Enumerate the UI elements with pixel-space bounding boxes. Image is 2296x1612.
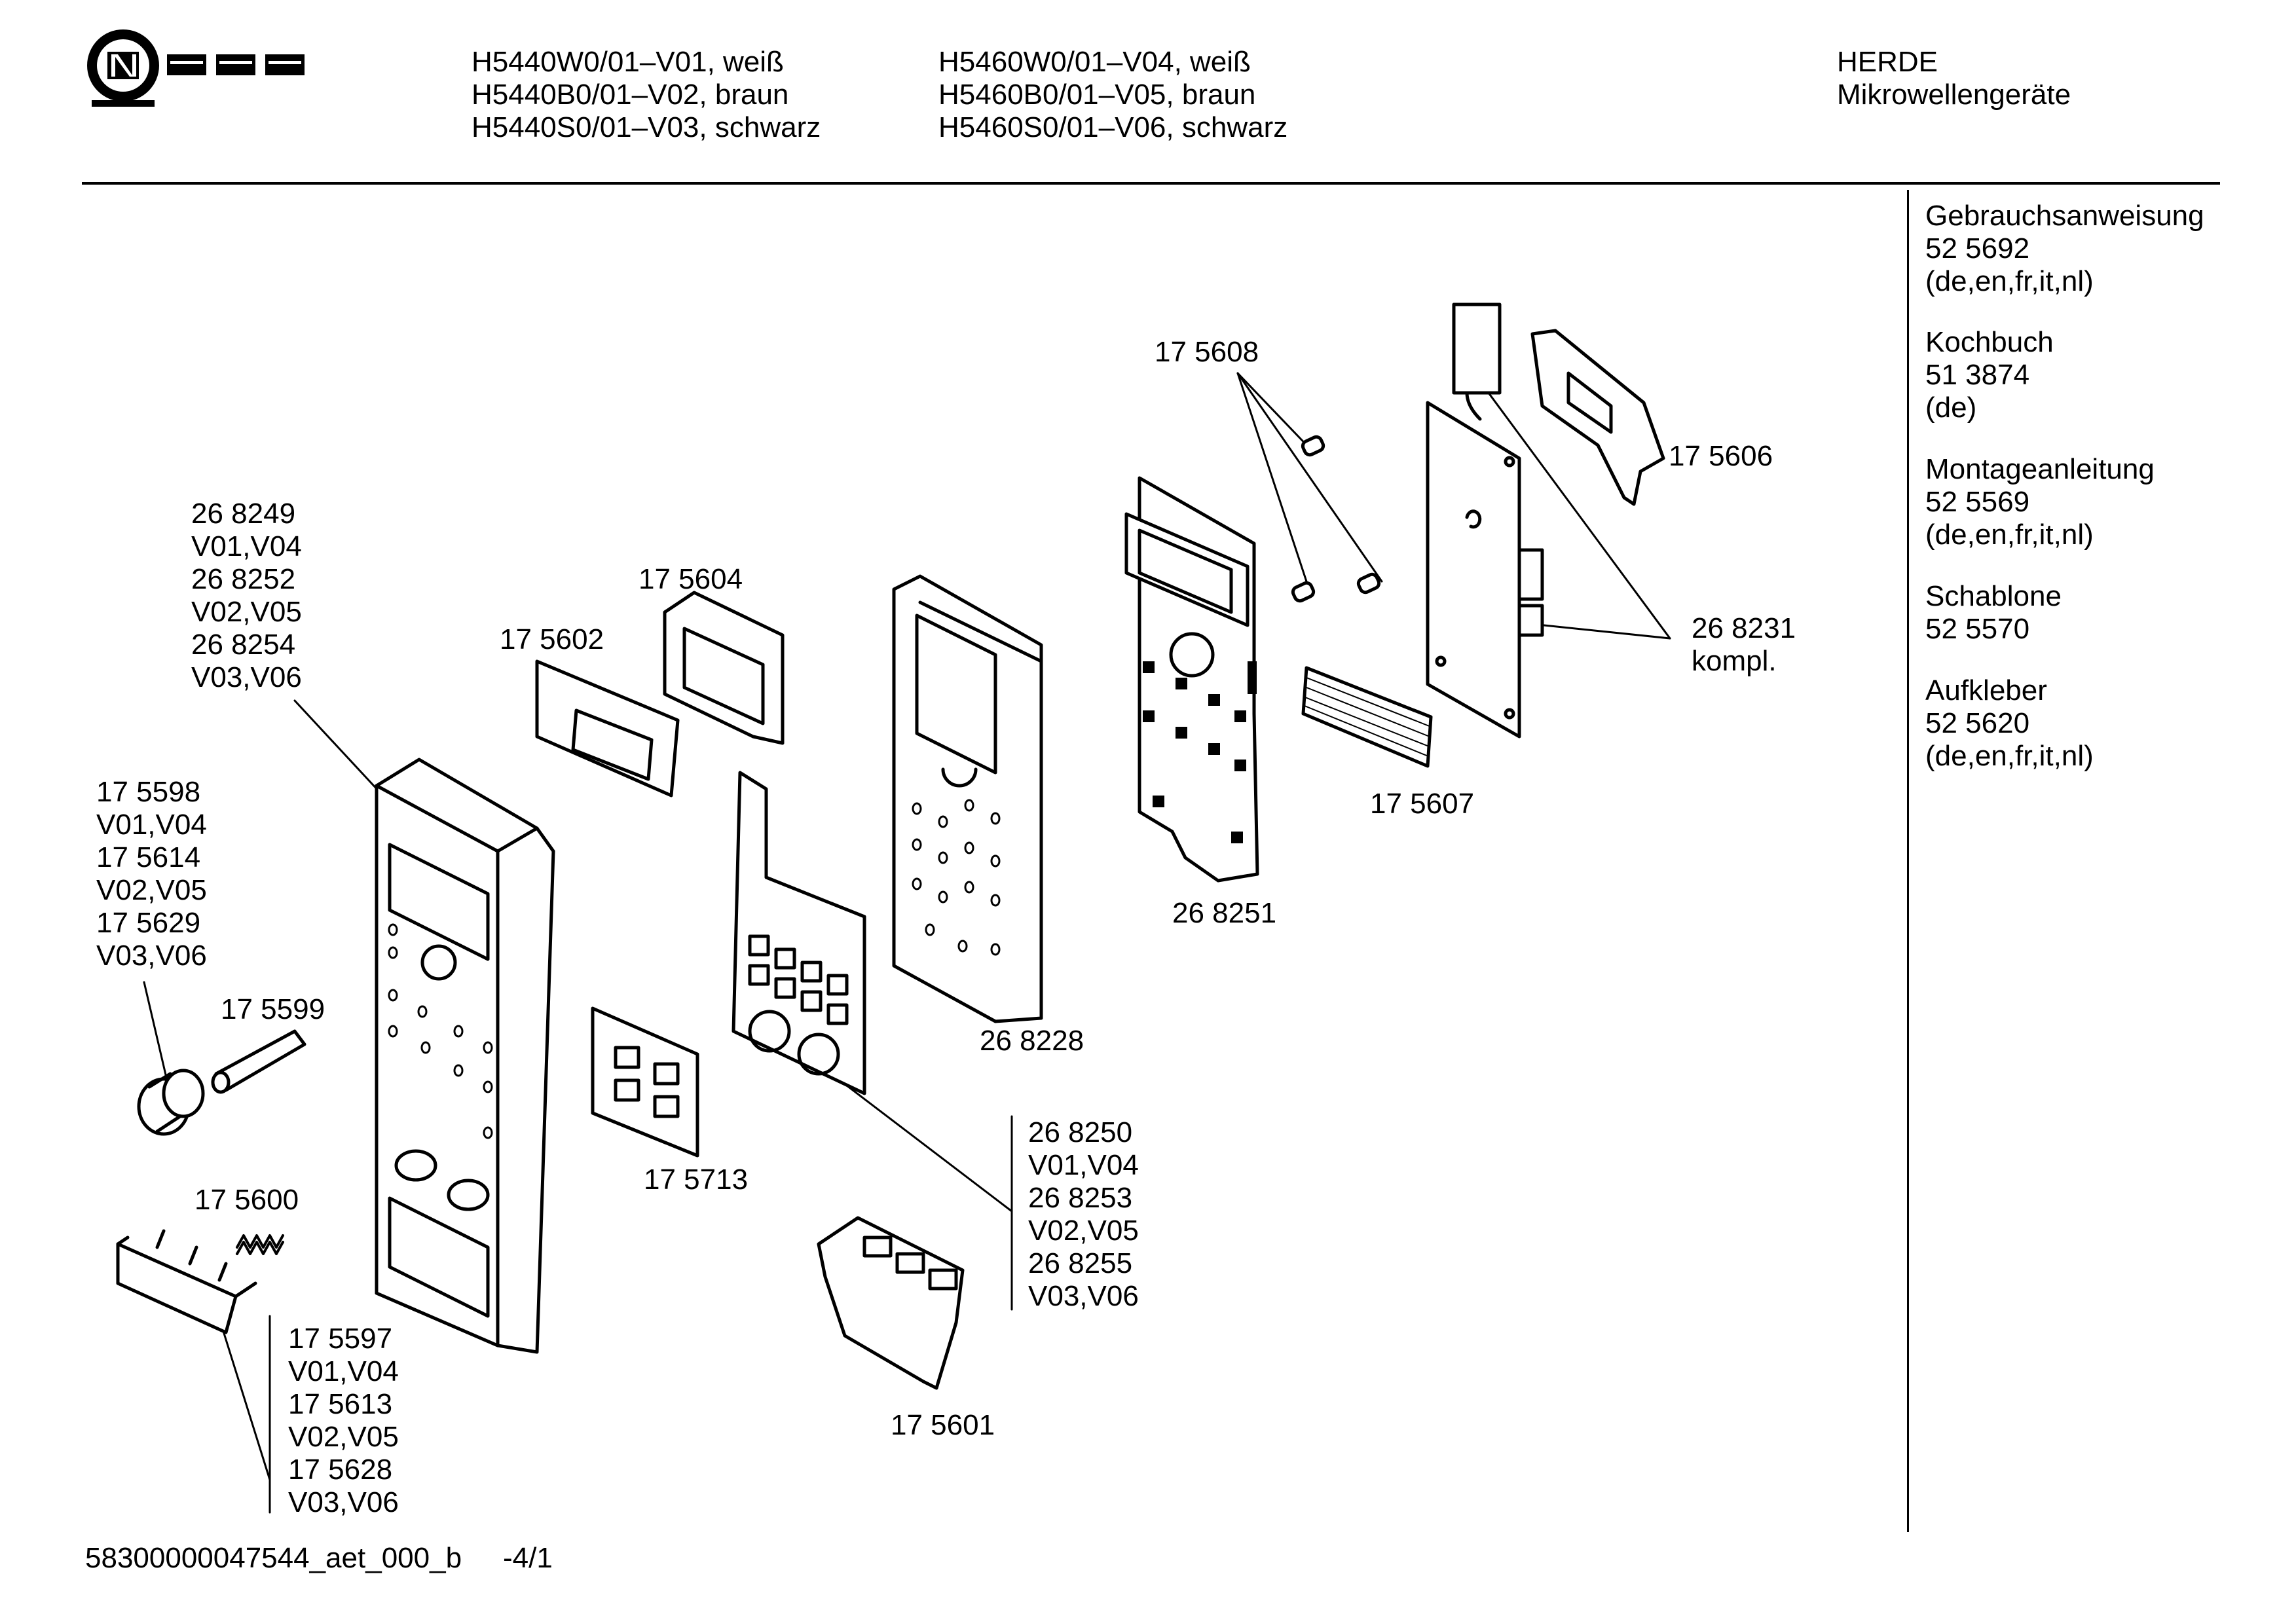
relay-bracket-part bbox=[1530, 329, 1665, 506]
part-number: 17 5598 bbox=[96, 776, 201, 808]
part-variant: V01,V04 bbox=[288, 1355, 399, 1387]
doc-number: 52 5570 bbox=[1925, 613, 2030, 645]
leader-lines bbox=[143, 349, 1671, 1514]
doc-number: 52 5692 bbox=[1925, 232, 2030, 265]
part-variant: V01,V04 bbox=[96, 809, 207, 841]
model-line: H5460S0/01–V06, schwarz bbox=[938, 111, 1288, 143]
doc-languages: (de) bbox=[1925, 392, 1977, 424]
part-variant: V02,V05 bbox=[288, 1421, 399, 1453]
knob-part bbox=[137, 1069, 205, 1136]
exploded-view-drawing bbox=[116, 302, 1671, 1514]
part-number: 17 5597 bbox=[288, 1323, 393, 1355]
part-label-175713: 17 5713 bbox=[644, 1163, 749, 1196]
part-label-268251: 26 8251 bbox=[1172, 897, 1277, 929]
part-label-268228: 26 8228 bbox=[980, 1025, 1084, 1057]
part-variant: V02,V05 bbox=[96, 874, 207, 906]
part-variant: V03,V06 bbox=[288, 1486, 399, 1518]
pin-parts bbox=[1291, 435, 1381, 603]
footer-page-number: -4/1 bbox=[503, 1542, 553, 1574]
part-number: 17 5629 bbox=[96, 907, 201, 939]
part-number: 26 8252 bbox=[191, 563, 296, 595]
doc-number: 52 5569 bbox=[1925, 486, 2030, 518]
part-label-175604: 17 5604 bbox=[639, 563, 743, 595]
sidebar-doc-schablone: Schablone 52 5570 bbox=[1925, 580, 2062, 646]
display-bracket-part bbox=[663, 591, 785, 745]
doc-title: Kochbuch bbox=[1925, 326, 2054, 358]
part-number: 26 8231 bbox=[1692, 612, 1796, 644]
part-label-268231: 26 8231 kompl. bbox=[1692, 612, 1796, 678]
part-number: 26 8254 bbox=[191, 629, 296, 661]
model-line: H5440S0/01–V03, schwarz bbox=[472, 111, 821, 143]
model-line: H5460B0/01–V05, braun bbox=[938, 79, 1256, 111]
doc-languages: (de,en,fr,it,nl) bbox=[1925, 740, 2094, 772]
doc-title: Gebrauchsanweisung bbox=[1925, 200, 2204, 232]
doc-languages: (de,en,fr,it,nl) bbox=[1925, 265, 2094, 297]
part-label-175600: 17 5600 bbox=[194, 1184, 299, 1216]
sidebar-divider bbox=[1907, 190, 1909, 1532]
doc-number: 52 5620 bbox=[1925, 707, 2030, 739]
model-line: H5440W0/01–V01, weiß bbox=[472, 46, 784, 78]
part-label-175608: 17 5608 bbox=[1155, 336, 1259, 368]
doc-title: Aufkleber bbox=[1925, 674, 2047, 706]
doc-title: Montageanleitung bbox=[1925, 453, 2155, 485]
model-list-h5460: H5460W0/01–V04, weiß H5460B0/01–V05, bra… bbox=[938, 46, 1287, 144]
category-sub: Mikrowellengeräte bbox=[1837, 79, 2071, 111]
part-variant: V03,V06 bbox=[191, 661, 302, 693]
part-label-175607: 17 5607 bbox=[1370, 788, 1475, 820]
neff-logo bbox=[79, 23, 354, 115]
sidebar-doc-aufkleber: Aufkleber 52 5620 (de,en,fr,it,nl) bbox=[1925, 674, 2094, 773]
part-label-175606: 17 5606 bbox=[1669, 440, 1773, 472]
part-variant: V03,V06 bbox=[96, 940, 207, 972]
part-label-knob: 17 5598 V01,V04 17 5614 V02,V05 17 5629 … bbox=[96, 776, 207, 972]
door-button-part bbox=[116, 1229, 257, 1334]
part-number: 26 8253 bbox=[1028, 1182, 1133, 1214]
model-line: H5440B0/01–V02, braun bbox=[472, 79, 789, 111]
model-list-h5440: H5440W0/01–V01, weiß H5440B0/01–V02, bra… bbox=[472, 46, 821, 144]
part-number: 26 8250 bbox=[1028, 1116, 1133, 1148]
part-number: 17 5613 bbox=[288, 1388, 393, 1420]
doc-title: Schablone bbox=[1925, 580, 2062, 612]
category-main: HERDE bbox=[1837, 46, 1938, 78]
part-number: 26 8249 bbox=[191, 498, 296, 530]
sidebar-doc-gebrauchsanweisung: Gebrauchsanweisung 52 5692 (de,en,fr,it,… bbox=[1925, 200, 2204, 298]
part-label-front-panel: 26 8249 V01,V04 26 8252 V02,V05 26 8254 … bbox=[191, 498, 302, 694]
part-number: 17 5628 bbox=[288, 1454, 393, 1486]
front-panel-part bbox=[375, 758, 555, 1354]
spring-part bbox=[236, 1234, 284, 1255]
control-board-part bbox=[1124, 476, 1259, 883]
footer-doc-id: 58300000047544_aet_000_b bbox=[85, 1542, 462, 1574]
power-board-part bbox=[1426, 302, 1544, 739]
sidebar-doc-montageanleitung: Montageanleitung 52 5569 (de,en,fr,it,nl… bbox=[1925, 453, 2155, 551]
part-label-175602: 17 5602 bbox=[500, 623, 604, 655]
part-variant: V02,V05 bbox=[191, 596, 302, 628]
header-divider bbox=[82, 182, 2220, 185]
part-label-keypad: 26 8250 V01,V04 26 8253 V02,V05 26 8255 … bbox=[1028, 1116, 1139, 1313]
doc-number: 51 3874 bbox=[1925, 359, 2030, 391]
part-variant: V01,V04 bbox=[191, 530, 302, 562]
part-label-175601: 17 5601 bbox=[891, 1409, 995, 1441]
door-latch-part bbox=[817, 1216, 965, 1390]
part-number: 26 8255 bbox=[1028, 1247, 1133, 1279]
category-label: HERDE Mikrowellengeräte bbox=[1837, 46, 2071, 111]
shaft-part bbox=[211, 1029, 306, 1094]
part-label-door-button: 17 5597 V01,V04 17 5613 V02,V05 17 5628 … bbox=[288, 1323, 399, 1519]
part-number: 17 5614 bbox=[96, 841, 201, 873]
model-line: H5460W0/01–V04, weiß bbox=[938, 46, 1251, 78]
small-pcb-part bbox=[591, 1006, 699, 1158]
part-label-175599: 17 5599 bbox=[221, 993, 325, 1025]
doc-languages: (de,en,fr,it,nl) bbox=[1925, 519, 2094, 551]
part-variant: V01,V04 bbox=[1028, 1149, 1139, 1181]
sidebar-doc-kochbuch: Kochbuch 51 3874 (de) bbox=[1925, 326, 2054, 424]
ribbon-cable-part bbox=[1301, 666, 1433, 768]
part-variant: V03,V06 bbox=[1028, 1280, 1139, 1312]
keypad-frame-part bbox=[892, 574, 1043, 1023]
keypad-membrane-part bbox=[731, 771, 866, 1095]
display-window-part bbox=[535, 659, 680, 797]
part-note: kompl. bbox=[1692, 645, 1777, 677]
part-variant: V02,V05 bbox=[1028, 1215, 1139, 1247]
